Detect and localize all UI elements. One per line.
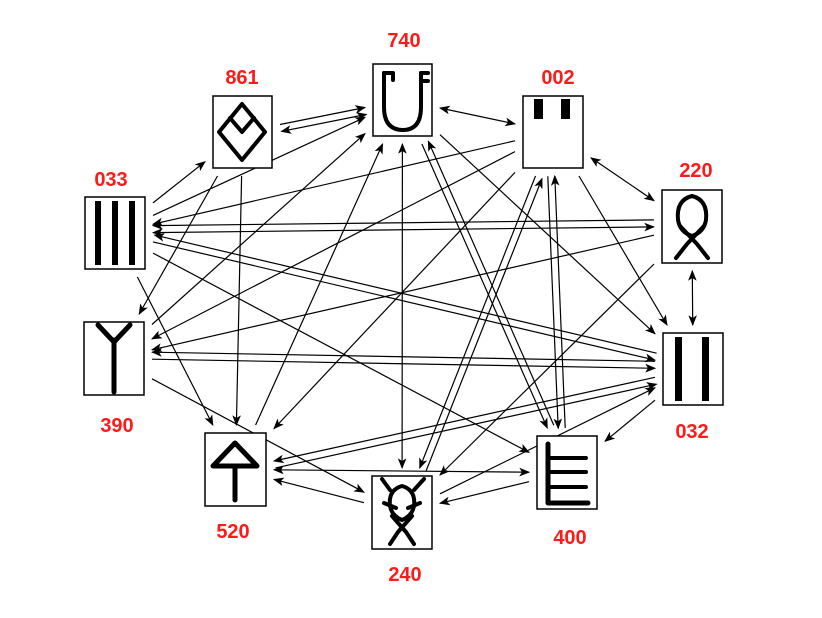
- loop-figure-glyph: [674, 194, 710, 260]
- edge-400-to-240: [438, 481, 530, 506]
- node-390: 390: [83, 321, 145, 437]
- node-390-label: 390: [100, 415, 133, 437]
- edge-033-to-520: [136, 276, 214, 426]
- edge-400-to-740: [427, 140, 555, 426]
- edge-032-to-390: [151, 348, 656, 362]
- edge-002-to-032: [578, 175, 668, 326]
- edge-033-to-220: [151, 222, 656, 237]
- edge-002-to-033: [151, 140, 516, 227]
- edge-220-to-033: [151, 219, 654, 230]
- node-033-label: 033: [94, 169, 127, 191]
- node-240-box: [371, 475, 433, 550]
- arrow-up-glyph: [210, 440, 260, 503]
- edge-240-to-520: [272, 477, 365, 504]
- cross-figure-glyph: [380, 477, 426, 546]
- node-032: 032: [662, 332, 724, 443]
- node-002-label: 002: [541, 67, 574, 89]
- node-520-label: 520: [216, 521, 249, 543]
- edges-layer: [136, 105, 697, 506]
- triple-bar-glyph: [95, 201, 135, 265]
- node-032-label: 032: [675, 421, 708, 443]
- node-002-box: [522, 95, 584, 169]
- node-240: 240: [371, 475, 433, 586]
- edge-032-to-400: [604, 399, 656, 442]
- edge-002-to-220: [590, 157, 655, 202]
- edge-002-to-240: [419, 175, 537, 470]
- u-fork-glyph: [382, 71, 430, 132]
- edge-390-to-032: [151, 358, 657, 373]
- edge-002-to-390: [151, 151, 516, 340]
- node-520: 520: [204, 432, 267, 543]
- edge-520-to-032: [275, 382, 658, 469]
- y-fork-glyph: [95, 322, 133, 395]
- edge-033-to-861: [152, 161, 206, 204]
- node-740-label: 740: [387, 30, 420, 52]
- edge-861-to-390: [138, 175, 219, 315]
- edge-032-to-033: [153, 233, 657, 354]
- edge-520-to-740: [255, 143, 384, 426]
- edge-220-to-240: [439, 263, 655, 476]
- edge-240-to-002: [425, 177, 543, 471]
- diamond-heart-glyph: [217, 102, 267, 162]
- edge-740-to-002: [438, 105, 517, 127]
- node-240-label: 240: [388, 564, 421, 586]
- edge-861-to-740: [279, 105, 367, 126]
- edge-390-to-740: [151, 132, 366, 325]
- node-220-label: 220: [679, 160, 712, 182]
- edge-740-to-032: [439, 134, 656, 335]
- node-033: 033: [84, 169, 146, 270]
- node-032-box: [662, 332, 724, 406]
- node-400-label: 400: [553, 527, 586, 549]
- edge-520-to-400: [272, 465, 531, 477]
- two-blocks-glyph: [534, 99, 570, 119]
- node-740: 740: [372, 30, 433, 137]
- node-220-box: [661, 189, 723, 264]
- comb-glyph: [545, 441, 591, 506]
- edge-002-to-520: [273, 171, 516, 430]
- node-861-label: 861: [225, 67, 258, 89]
- edge-033-to-032: [152, 241, 657, 363]
- node-220: 220: [661, 160, 723, 264]
- edge-861-to-520: [232, 175, 243, 427]
- edge-220-to-390: [150, 234, 655, 352]
- edge-400-to-002: [550, 174, 566, 429]
- node-861: 861: [212, 67, 273, 169]
- edge-002-to-400: [547, 176, 563, 430]
- edge-032-to-520: [272, 376, 656, 464]
- node-400: 400: [536, 435, 598, 549]
- node-002: 002: [522, 67, 584, 169]
- edge-861-to-740: [280, 112, 368, 134]
- edge-740-to-400: [421, 143, 548, 429]
- double-bar-glyph: [675, 337, 709, 401]
